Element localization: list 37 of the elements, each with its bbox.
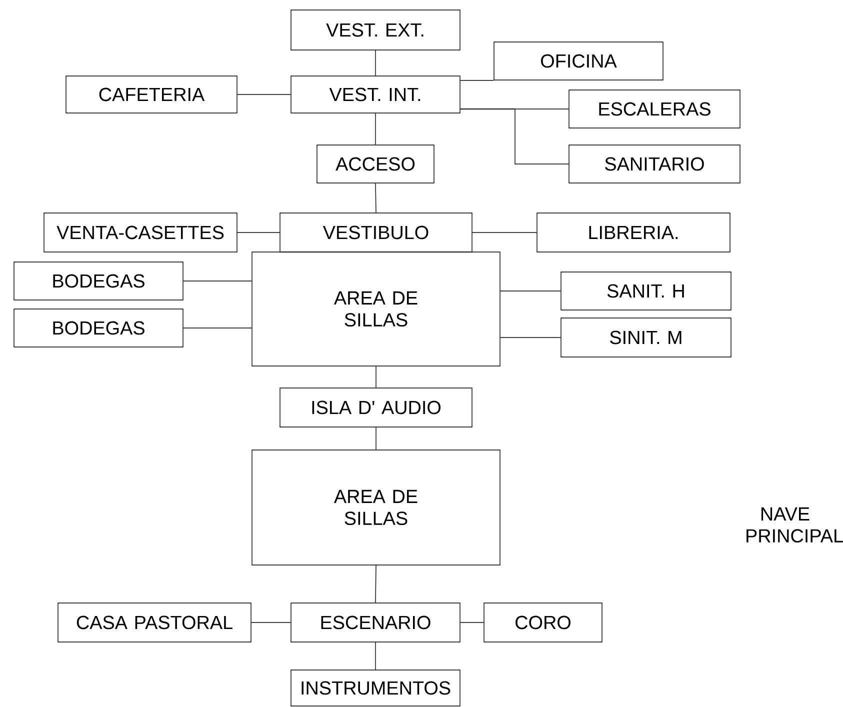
room-box: VESTIBULO bbox=[280, 212, 472, 252]
room-box: ACCESO bbox=[316, 144, 434, 184]
connector-line bbox=[500, 337, 561, 338]
room-box: VEST. INT. bbox=[290, 76, 460, 114]
room-box: BODEGAS bbox=[14, 262, 184, 300]
room-box: ISLA D' AUDIO bbox=[280, 388, 472, 428]
room-box: OFICINA bbox=[494, 42, 664, 80]
area-label: NAVE PRINCIPAL bbox=[746, 507, 843, 543]
connector-line bbox=[460, 108, 569, 164]
connector-line bbox=[375, 113, 376, 145]
room-box: BODEGAS bbox=[14, 308, 184, 348]
room-box: SINIT. M bbox=[560, 318, 732, 358]
room-box: SANIT. H bbox=[560, 272, 732, 310]
connector-line bbox=[375, 50, 376, 76]
room-box: VENTA-CASETTES bbox=[44, 212, 238, 252]
connector-line bbox=[375, 564, 376, 603]
room-box: INSTRUMENTOS bbox=[290, 670, 460, 706]
area-box: AREA DE SILLAS bbox=[252, 252, 500, 366]
room-box: CASA PASTORAL bbox=[58, 602, 252, 642]
room-box: ESCALERAS bbox=[568, 90, 740, 128]
room-box: ESCENARIO bbox=[290, 602, 460, 642]
connector-line bbox=[375, 642, 376, 670]
connector-line bbox=[460, 622, 484, 623]
connector-line bbox=[237, 232, 280, 233]
room-box: CAFETERIA bbox=[66, 76, 238, 114]
room-box: SANITARIO bbox=[568, 144, 740, 184]
room-box: LIBRERIA. bbox=[536, 212, 730, 252]
connector-line bbox=[500, 290, 561, 292]
room-box: VEST. EXT. bbox=[290, 10, 460, 50]
connector-line bbox=[460, 80, 494, 81]
room-box: CORO bbox=[484, 602, 602, 642]
area-box: AREA DE SILLAS bbox=[252, 450, 500, 566]
connector-line bbox=[237, 94, 291, 95]
connector-line bbox=[183, 280, 252, 282]
connector-line bbox=[375, 183, 376, 213]
connector-line bbox=[472, 232, 537, 233]
connector-line bbox=[251, 622, 291, 623]
